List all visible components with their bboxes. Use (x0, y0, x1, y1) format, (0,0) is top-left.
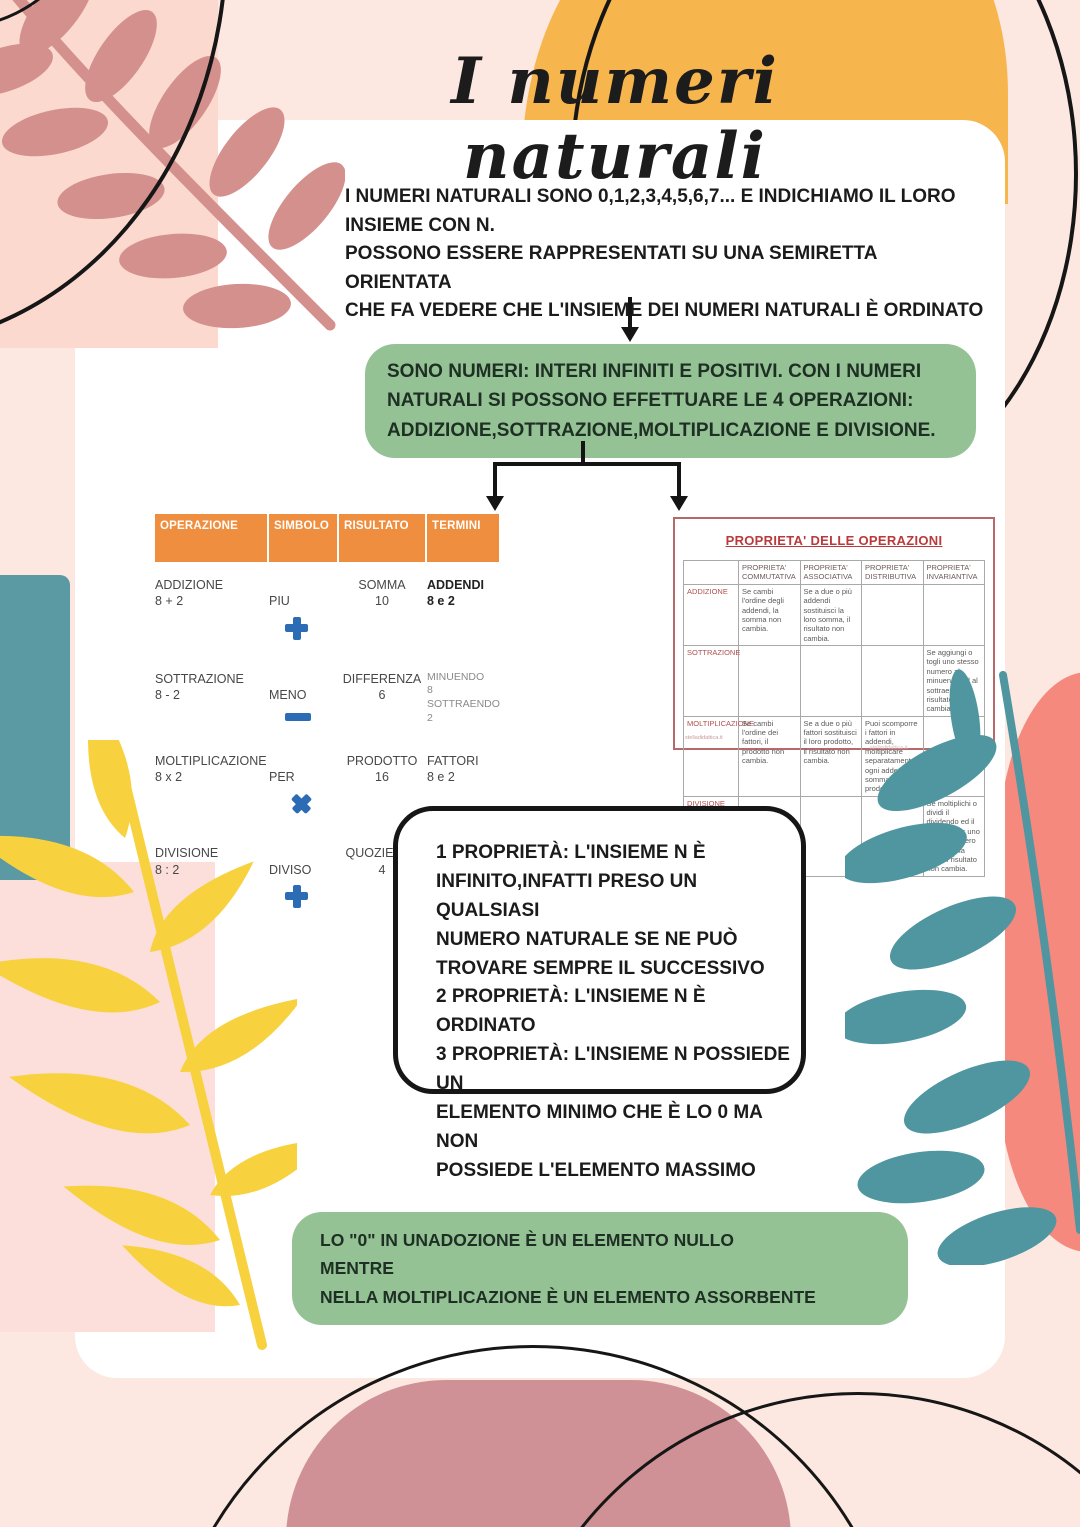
table-row: MOLTIPLICAZIONE 8 x 2 PER PRODOTTO 16 FA… (155, 753, 501, 831)
teal-leaves-right (845, 669, 1080, 1265)
branch-right-line (677, 462, 681, 498)
result-cell: PRODOTTO 16 (346, 753, 418, 784)
cell: Se cambi l'ordine dei fattori, il prodot… (738, 715, 801, 797)
watermark: stelladidattica.it (870, 745, 908, 751)
terms-cell: MINUENDO 8 SOTTRAENDO 2 (427, 670, 500, 724)
branch-stem-line (581, 441, 585, 466)
branch-left-arrowhead-icon (486, 496, 504, 511)
branch-left-line (493, 462, 497, 498)
properties-table-title: PROPRIETA' DELLE OPERAZIONI (725, 533, 943, 548)
col-header-associativa: PROPRIETA' ASSOCIATIVA (799, 560, 862, 585)
cell (922, 583, 985, 647)
cell (738, 645, 801, 717)
table-row: ADDIZIONE Se cambi l'ordine degli addend… (683, 583, 985, 647)
operation-cell: ADDIZIONE 8 + 2 (155, 578, 224, 609)
properties-table: PROPRIETA' COMMUTATIVA PROPRIETA' ASSOCI… (683, 560, 985, 877)
symbol-cell: PER (269, 753, 337, 831)
symbol-label: PIU (269, 594, 290, 609)
divide-icon (285, 884, 308, 908)
result-cell: DIFFERENZA 6 (342, 671, 422, 702)
row-label: ADDIZIONE (683, 583, 739, 647)
col-header-termini: TERMINI (427, 514, 499, 562)
row-label: MOLTIPLICAZIONE (683, 715, 754, 797)
intro-paragraph: I NUMERI NATURALI SONO 0,1,2,3,4,5,6,7..… (345, 186, 984, 321)
properties-table-panel: PROPRIETA' DELLE OPERAZIONI PROPRIETA' C… (673, 517, 995, 877)
col-header-risultato: RISULTATO (339, 514, 425, 562)
cell: Se a due o più addendi sostituisci la lo… (799, 583, 862, 647)
row-label: SOTTRAZIONE (683, 645, 740, 717)
symbol-label: PER (269, 769, 295, 784)
operation-cell: DIVISIONE 8 : 2 (155, 846, 219, 877)
coral-blob-right (998, 672, 1080, 1252)
teal-blob-left (0, 575, 70, 880)
yellow-leaves-bottom-left (0, 740, 297, 1350)
col-header-distributiva: PROPRIETA' DISTRIBUTIVA (861, 560, 924, 585)
col-header-operazione: OPERAZIONE (155, 514, 267, 562)
green-callout-operations: SONO NUMERI: INTERI INFINITI E POSITIVI.… (365, 344, 976, 459)
symbol-label: DIVISO (269, 862, 312, 877)
operation-cell: SOTTRAZIONE 8 - 2 (155, 671, 244, 702)
watermark: stelladidattica.it (685, 735, 723, 741)
terms-cell: FATTORI 8 e 2 (427, 753, 479, 784)
table-row: SOTTRAZIONE 8 - 2 MENO DIFFERENZA 6 MINU… (155, 671, 501, 738)
operation-cell: MOLTIPLICAZIONE 8 x 2 (155, 753, 267, 784)
symbol-cell: MENO (269, 671, 337, 738)
cell (861, 583, 924, 647)
symbol-cell: DIVISO (269, 845, 337, 924)
result-cell: SOMMA 10 (358, 578, 406, 609)
branch-right-arrowhead-icon (670, 496, 688, 511)
terms-cell: ADDENDI 8 e 2 (427, 578, 484, 609)
col-header-simbolo: SIMBOLO (269, 514, 337, 562)
table-row: ADDIZIONE 8 + 2 PIU SOMMA 10 ADDENDI 8 e… (155, 577, 501, 656)
symbol-cell: PIU (269, 577, 337, 656)
branch-horizontal-line (493, 462, 681, 466)
properties-header-row: PROPRIETA' COMMUTATIVA PROPRIETA' ASSOCI… (683, 560, 985, 585)
empty-corner-cell (683, 560, 739, 585)
properties-notes-box: 1 PROPRIETÀ: L'INSIEME N È INFINITO,INFA… (393, 806, 806, 1181)
minus-icon (285, 713, 311, 722)
arrow-down-head-icon (621, 327, 639, 342)
arrow-down-line (628, 297, 632, 329)
cell: Se cambi l'ordine degli addendi, la somm… (738, 583, 801, 647)
plus-icon (285, 616, 308, 640)
col-header-invariantiva: PROPRIETA' INVARIANTIVA (922, 560, 985, 585)
page-title: I numeri naturali (451, 44, 779, 194)
green-callout-zero: LO "0" IN UNADOZIONE È UN ELEMENTO NULLO… (292, 1212, 908, 1326)
symbol-label: MENO (269, 688, 307, 702)
operations-table-header: OPERAZIONE SIMBOLO RISULTATO TERMINI (155, 514, 501, 562)
col-header-commutativa: PROPRIETA' COMMUTATIVA (738, 560, 801, 585)
